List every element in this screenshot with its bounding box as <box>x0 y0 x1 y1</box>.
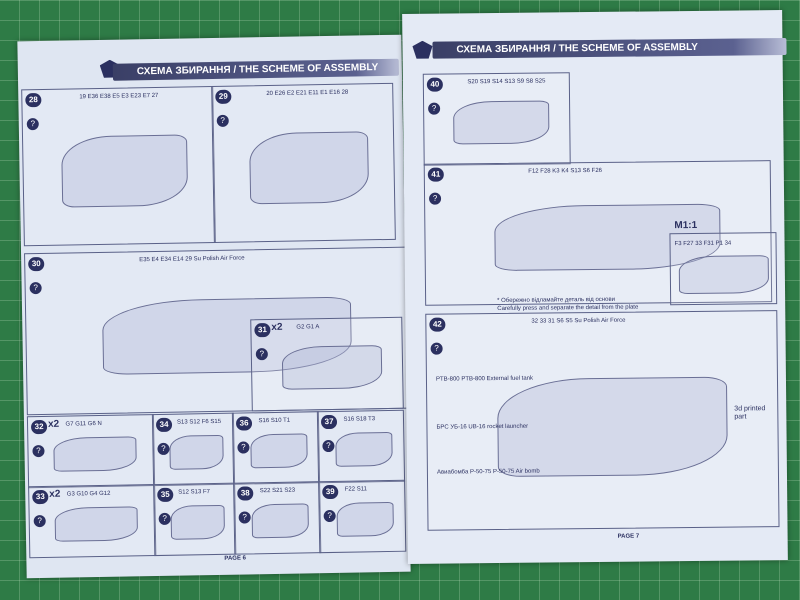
step-number: 37 <box>320 414 338 430</box>
step-number: 39 <box>322 484 339 500</box>
step-number: 32 <box>30 419 48 435</box>
part-drawing <box>54 506 139 542</box>
help-icon: ? <box>158 512 171 525</box>
parts-labels: S16 S18 T3 <box>343 416 376 423</box>
assembly-step: 34 ? S13 S12 F6 S15 <box>151 412 236 487</box>
part-drawing <box>61 133 188 208</box>
assembly-step: 37 ? S16 S18 T3 <box>316 409 406 484</box>
help-icon: ? <box>430 342 443 355</box>
parts-labels: S20 S19 S14 S13 S9 S8 S25 <box>467 78 546 86</box>
callout-rocket-launcher: БРС УБ-16 UB-16 rocket launcher <box>436 423 529 431</box>
assembly-step: 39 ? F22 S11 <box>318 479 407 554</box>
parts-labels: S12 S13 F7 <box>178 489 210 496</box>
note-english: Carefully press and separate the detail … <box>497 304 639 313</box>
help-icon: ? <box>237 441 250 454</box>
page-6: СХЕМА ЗБИРАННЯ / THE SCHEME OF ASSEMBLY … <box>17 34 411 579</box>
help-icon: ? <box>322 439 335 453</box>
help-icon: ? <box>323 509 336 523</box>
step-number: 28 <box>25 92 42 108</box>
help-icon: ? <box>32 444 45 458</box>
step-number: 40 <box>426 77 443 92</box>
parts-labels: 32 33 31 S6 S5 Su Polish Air Force <box>531 317 626 325</box>
help-icon: ? <box>33 514 46 528</box>
parts-labels: G2 G1 A <box>296 324 320 331</box>
step-number: 36 <box>235 416 253 431</box>
parts-labels: S16 S10 T1 <box>258 417 291 425</box>
help-icon: ? <box>29 282 42 295</box>
step-number: 31 <box>254 323 271 338</box>
assembly-step: 42 ? 32 33 31 S6 S5 Su Polish Air Force <box>425 310 780 531</box>
assembly-step: 40 ? S20 S19 S14 S13 S9 S8 S25 <box>422 72 571 166</box>
part-drawing <box>250 433 309 468</box>
parts-labels: E35 E4 E34 E14 29 Su Polish Air Force <box>139 255 245 264</box>
assembly-step: 36 ? S16 S10 T1 <box>231 411 321 485</box>
help-icon: ? <box>26 118 39 131</box>
parts-labels: G3 G10 G4 G12 <box>66 490 111 498</box>
help-icon: ? <box>429 192 442 205</box>
part-drawing <box>170 504 226 540</box>
step-number: 38 <box>237 486 254 501</box>
step-multiplier: x2 <box>47 418 60 430</box>
parts-labels: S13 S12 F6 S15 <box>176 418 222 426</box>
page-number: PAGE 6 <box>224 555 247 562</box>
help-icon: ? <box>238 511 251 524</box>
assembly-step: 33 x2 ? G3 G10 G4 G12 <box>28 484 157 559</box>
part-drawing <box>248 130 370 205</box>
step-number: 35 <box>157 487 174 503</box>
step-number: 42 <box>429 317 446 332</box>
part-drawing <box>678 255 770 295</box>
step-number: 30 <box>28 256 45 272</box>
callout-3d-printed: 3d printed part <box>734 405 766 421</box>
help-icon: ? <box>157 442 170 456</box>
parts-labels: 20 E26 E2 E21 E11 E1 E16 28 <box>266 89 349 98</box>
page-header: СХЕМА ЗБИРАННЯ / THE SCHEME OF ASSEMBLY <box>112 58 400 81</box>
parts-labels: F12 F28 K3 K4 S13 S6 F26 <box>528 167 603 175</box>
part-drawing <box>336 501 395 537</box>
part-drawing <box>169 434 224 470</box>
part-drawing <box>453 100 550 144</box>
step-multiplier: x2 <box>271 321 283 334</box>
part-drawing <box>281 345 382 390</box>
page-number: PAGE 7 <box>617 533 640 540</box>
step-number: 41 <box>427 167 444 182</box>
step-number: 33 <box>32 489 49 505</box>
parts-labels: G7 G11 G6 N <box>65 420 102 428</box>
parts-labels: 19 E36 E38 E5 E3 E23 E7 27 <box>79 92 159 101</box>
part-drawing <box>335 431 394 467</box>
assembly-step: 31 x2 ? G2 G1 A <box>250 316 404 412</box>
page-7: СХЕМА ЗБИРАННЯ / THE SCHEME OF ASSEMBLY … <box>402 10 788 564</box>
step-number: 29 <box>215 89 232 104</box>
part-drawing <box>53 436 138 472</box>
part-drawing <box>251 503 310 538</box>
assembly-step: 28 ? 19 E36 E38 E5 E3 E23 E7 27 <box>21 85 216 247</box>
page-header: СХЕМА ЗБИРАННЯ / THE SCHEME OF ASSEMBLY <box>432 37 787 59</box>
assembly-step: 29 ? 20 E26 E2 E21 E11 E1 E16 28 <box>211 82 396 243</box>
parts-labels: S22 S21 S23 <box>259 487 296 495</box>
scale-label: M1:1 <box>674 219 698 232</box>
scale-inset: M1:1 F3 F27 33 F31 P1 34 <box>669 220 778 306</box>
parts-labels: F3 F27 33 F31 P1 34 <box>674 240 732 248</box>
help-icon: ? <box>428 102 441 115</box>
step-multiplier: x2 <box>49 488 61 500</box>
callout-fuel-tank: PTB-800 PTB-800 External fuel tank <box>435 375 534 383</box>
part-drawing <box>496 376 728 478</box>
help-icon: ? <box>255 348 268 361</box>
parts-labels: F22 S11 <box>344 486 368 493</box>
assembly-step: 35 ? S12 S13 F7 <box>153 482 237 557</box>
assembly-step: 38 ? S22 S21 S23 <box>233 481 322 555</box>
brand-logo <box>412 41 432 59</box>
assembly-step: 32 x2 ? G7 G11 G6 N <box>26 414 156 489</box>
step-number: 34 <box>155 417 173 433</box>
callout-air-bomb: Авиабомба Р-50-75 P-50-75 Air bomb <box>436 468 540 476</box>
help-icon: ? <box>216 114 229 127</box>
